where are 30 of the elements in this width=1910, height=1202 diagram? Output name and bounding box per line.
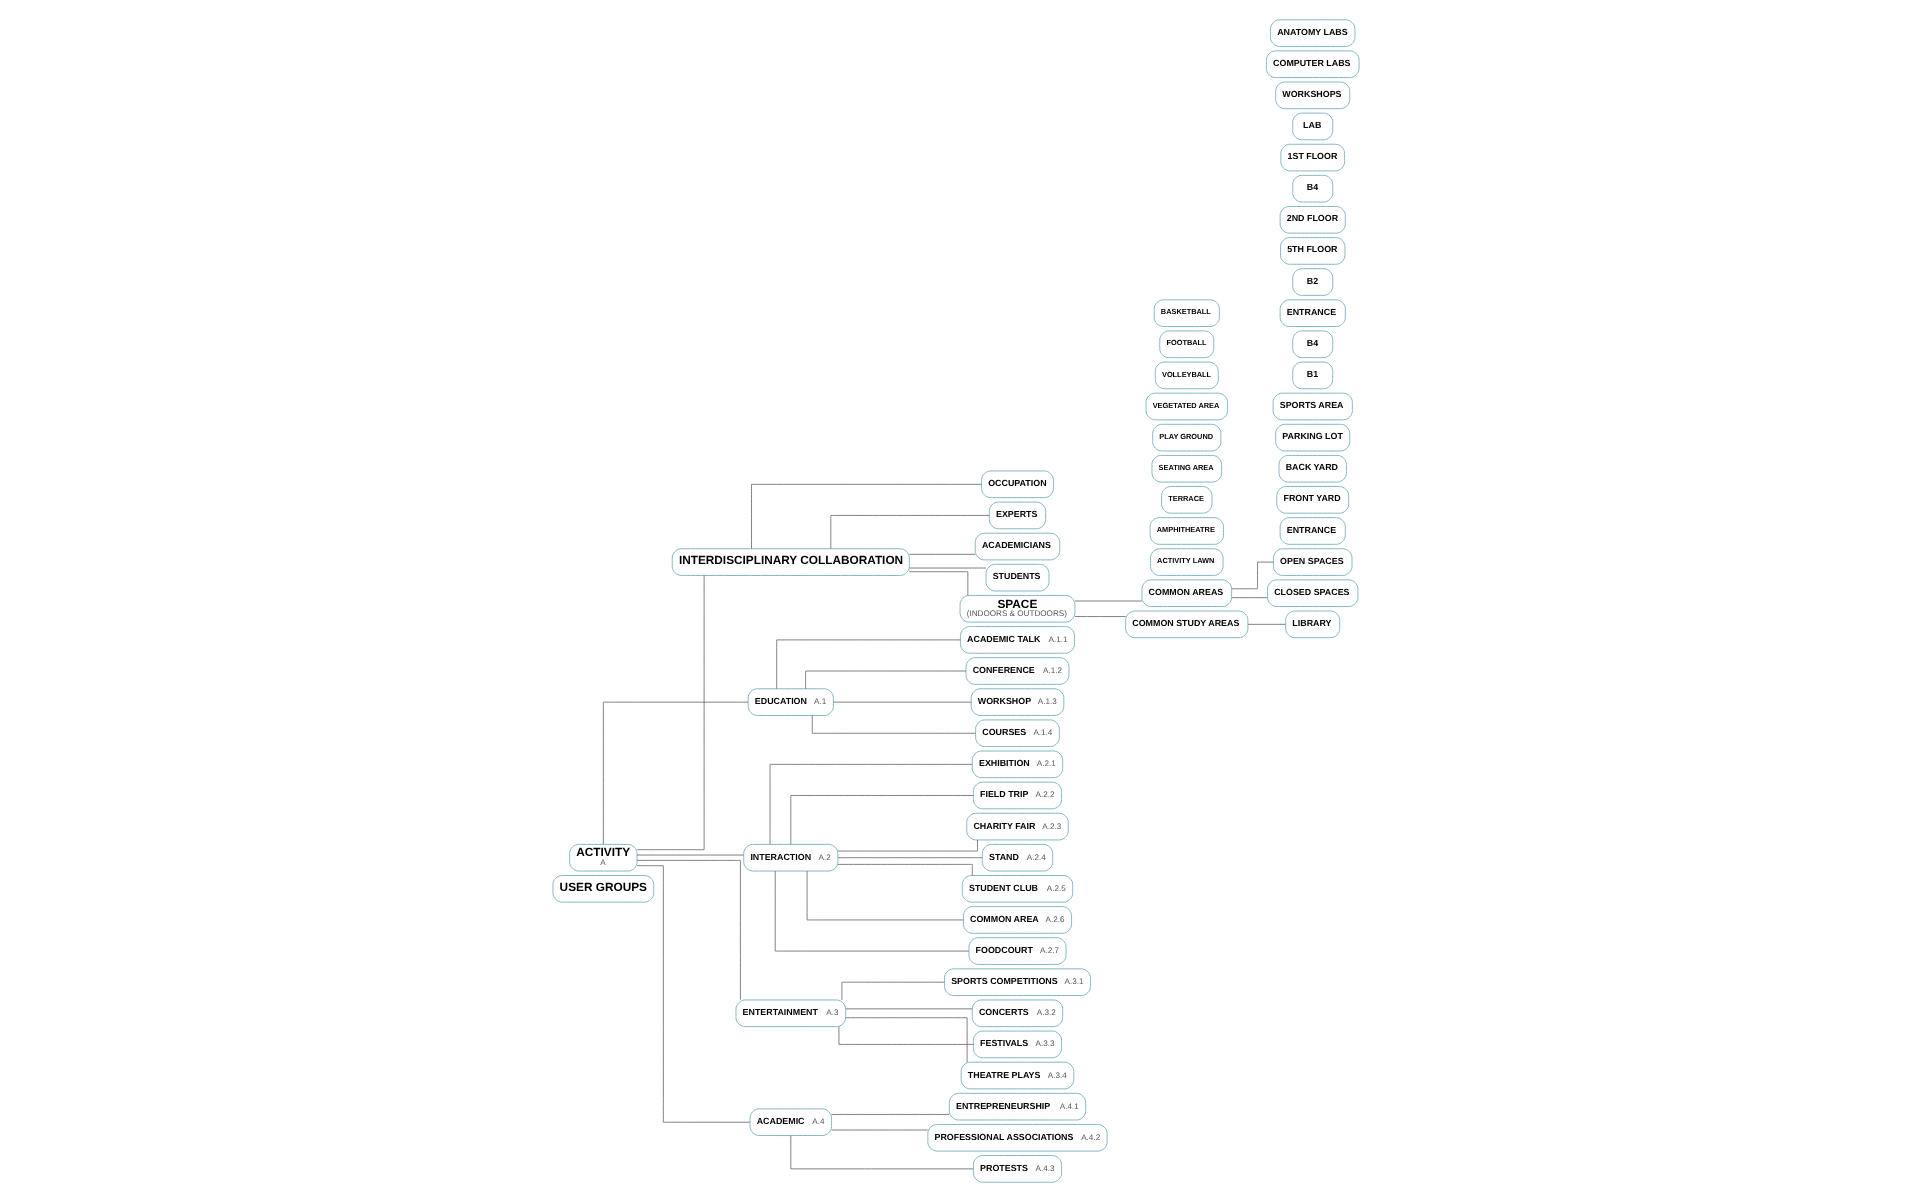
- connector: [840, 981, 944, 1001]
- connector: [830, 1114, 949, 1115]
- connector: [1230, 561, 1273, 590]
- connector: [908, 553, 975, 555]
- connector: [804, 670, 966, 690]
- connector: [601, 701, 748, 845]
- connector: [768, 764, 972, 845]
- connector: [635, 865, 750, 1123]
- connector: [635, 860, 740, 1001]
- connector: [1230, 597, 1267, 599]
- connector: [775, 639, 960, 689]
- connector: [805, 870, 963, 921]
- connector: [789, 795, 973, 845]
- connector: [836, 839, 977, 852]
- connector: [844, 1008, 972, 1010]
- connector: [810, 715, 975, 734]
- connector: [750, 483, 981, 549]
- connector: [635, 575, 704, 851]
- connector: [908, 571, 968, 596]
- connector: [1073, 616, 1125, 617]
- connector: [844, 1017, 967, 1063]
- connector: [635, 854, 743, 856]
- connector: [836, 857, 982, 859]
- connector: [773, 870, 969, 952]
- connector: [789, 1135, 973, 1170]
- connector: [836, 864, 972, 876]
- connector: [832, 701, 971, 703]
- connector: [1246, 623, 1285, 625]
- connector: [829, 515, 989, 549]
- connector: [837, 1026, 973, 1045]
